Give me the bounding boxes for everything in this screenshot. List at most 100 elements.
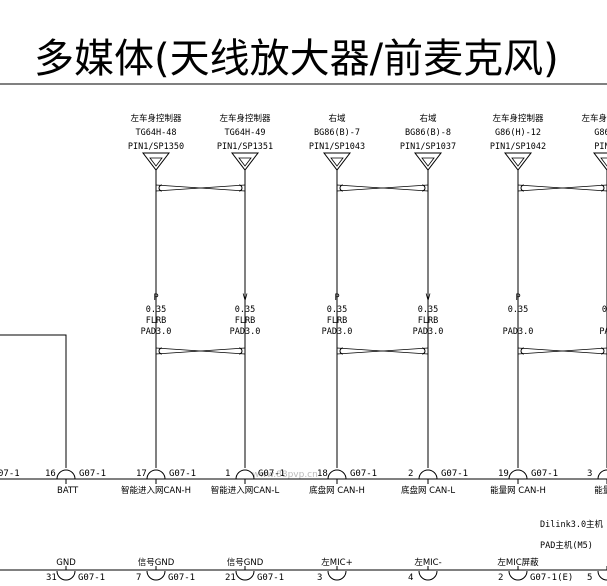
- wire-pad: PAD3.0: [322, 327, 353, 337]
- pin-signal: 能量网: [594, 485, 607, 496]
- bottom-pin-label: 信号GND: [138, 557, 175, 568]
- splice-triangle-icon: [141, 152, 171, 171]
- wire-color: P: [515, 293, 520, 303]
- twist-marker: [517, 347, 607, 355]
- pin-ref: G07-1: [531, 469, 558, 479]
- wire-type: FLRB: [327, 316, 347, 326]
- pin-number: 18: [317, 469, 328, 479]
- bottom-pin-ref: G07-1: [78, 573, 105, 583]
- wire-pad: PAD: [599, 327, 607, 337]
- bottom-pin-label: 左MIC屏蔽: [497, 557, 539, 568]
- splice-triangle-inner: [330, 157, 344, 167]
- wire-size: 0.35: [508, 305, 528, 315]
- batt-pin: 16 G07-1 BATT: [45, 469, 106, 496]
- column-module: 右域: [419, 113, 437, 124]
- bottom-terminal-icon: [235, 570, 255, 581]
- twisted-pair-markers: [155, 184, 607, 355]
- top-columns: 左车身控制器TG64H-48PIN1/SP1350P0.35FLRBPAD3.0…: [128, 113, 607, 468]
- wire-size: 0.35: [235, 305, 255, 315]
- pin-ref: G07-1: [441, 469, 468, 479]
- bottom-pin-1: GND 31 G07-1: [46, 558, 105, 583]
- splice-triangle-inner: [421, 157, 435, 167]
- wire-color: V: [425, 293, 430, 303]
- twist-marker: [155, 184, 246, 192]
- bottom-pin-number: 7: [136, 573, 141, 583]
- pin-signal: 智能进入网CAN-H: [121, 485, 191, 496]
- bottom-pin-label: 信号GND: [227, 557, 264, 568]
- watermark: www.88pvp.cn: [252, 470, 318, 480]
- splice-triangle-inner: [149, 157, 163, 167]
- pin-ref: G07-1: [169, 469, 196, 479]
- batt-pin-no: 16: [45, 469, 56, 479]
- splice-triangle-icon: [503, 152, 533, 171]
- twist-marker: [517, 184, 607, 192]
- batt-label: BATT: [57, 486, 79, 496]
- pin-terminal-icon: [597, 469, 607, 480]
- column-pin: PIN1/SP1351: [217, 142, 273, 152]
- pin-number: 1: [225, 469, 230, 479]
- bottom-pin-label: GND: [56, 558, 76, 568]
- bottom-pin-number: 2: [498, 573, 503, 583]
- bottom-terminal-icon: [508, 570, 528, 581]
- column-connector: BG86(B)-7: [314, 128, 360, 138]
- column-connector: TG64H-49: [225, 128, 266, 138]
- bottom-pin-number: 21: [225, 573, 236, 583]
- splice-triangle-icon: [230, 152, 260, 171]
- column-pin: PIN1/SP1042: [490, 142, 546, 152]
- column-module: 右域: [328, 113, 346, 124]
- column-pin: PIN1/SP1350: [128, 142, 184, 152]
- bottom-pin-6: 左MIC屏蔽 2 G07-1(E): [497, 557, 573, 583]
- column-module: 左车身控制器: [492, 113, 544, 124]
- pin-number: 2: [408, 469, 413, 479]
- pin-signal: 能量网 CAN-H: [490, 485, 546, 496]
- pad-label: PAD主机(M5): [540, 540, 593, 551]
- pin-terminal-icon: [418, 469, 438, 480]
- bottom-pin-ref: G07-1(E): [530, 573, 573, 583]
- wire-color: P: [334, 293, 339, 303]
- batt-pin-terminal: [56, 469, 76, 480]
- column-module: 左车身控制器: [219, 113, 271, 124]
- bottom-pin-7: 5: [587, 566, 607, 583]
- column-connector: G86(H: [594, 128, 607, 138]
- bottom-pin-number: 31: [46, 573, 57, 583]
- wire-size: 0.35: [418, 305, 438, 315]
- wire-size: 0.35: [146, 305, 166, 315]
- bottom-pin-number: 4: [408, 573, 413, 583]
- twist-marker: [155, 347, 246, 355]
- column-pin: PIN1/: [594, 142, 607, 152]
- column-connector: TG64H-48: [136, 128, 177, 138]
- pin-terminal-icon: [508, 469, 528, 480]
- column-pin: PIN1/SP1043: [309, 142, 365, 152]
- pin-signal: 底盘网 CAN-H: [309, 485, 365, 496]
- bottom-pin-2: 信号GND 7 G07-1: [136, 557, 195, 583]
- column-module: 左车身控制器: [130, 113, 182, 124]
- twist-marker: [336, 347, 429, 355]
- wire-size: 0.35: [327, 305, 347, 315]
- pin-terminal-icon: [235, 469, 255, 480]
- left-partial-ref: 07-1: [0, 469, 20, 479]
- wire-type: FLRB: [418, 316, 438, 326]
- wire-color: V: [242, 293, 247, 303]
- page-title: 多媒体(天线放大器/前麦克风): [34, 36, 559, 82]
- pin-signal: 智能进入网CAN-L: [211, 485, 280, 496]
- bottom-pin-4: 左MIC+3: [317, 557, 353, 583]
- bottom-terminal-icon: [597, 570, 607, 581]
- splice-triangle-icon: [322, 152, 352, 171]
- bottom-pin-5: 左MIC-4: [408, 557, 442, 583]
- column-connector: G86(H)-12: [495, 128, 541, 138]
- bottom-pin-ref: G07-1: [168, 573, 195, 583]
